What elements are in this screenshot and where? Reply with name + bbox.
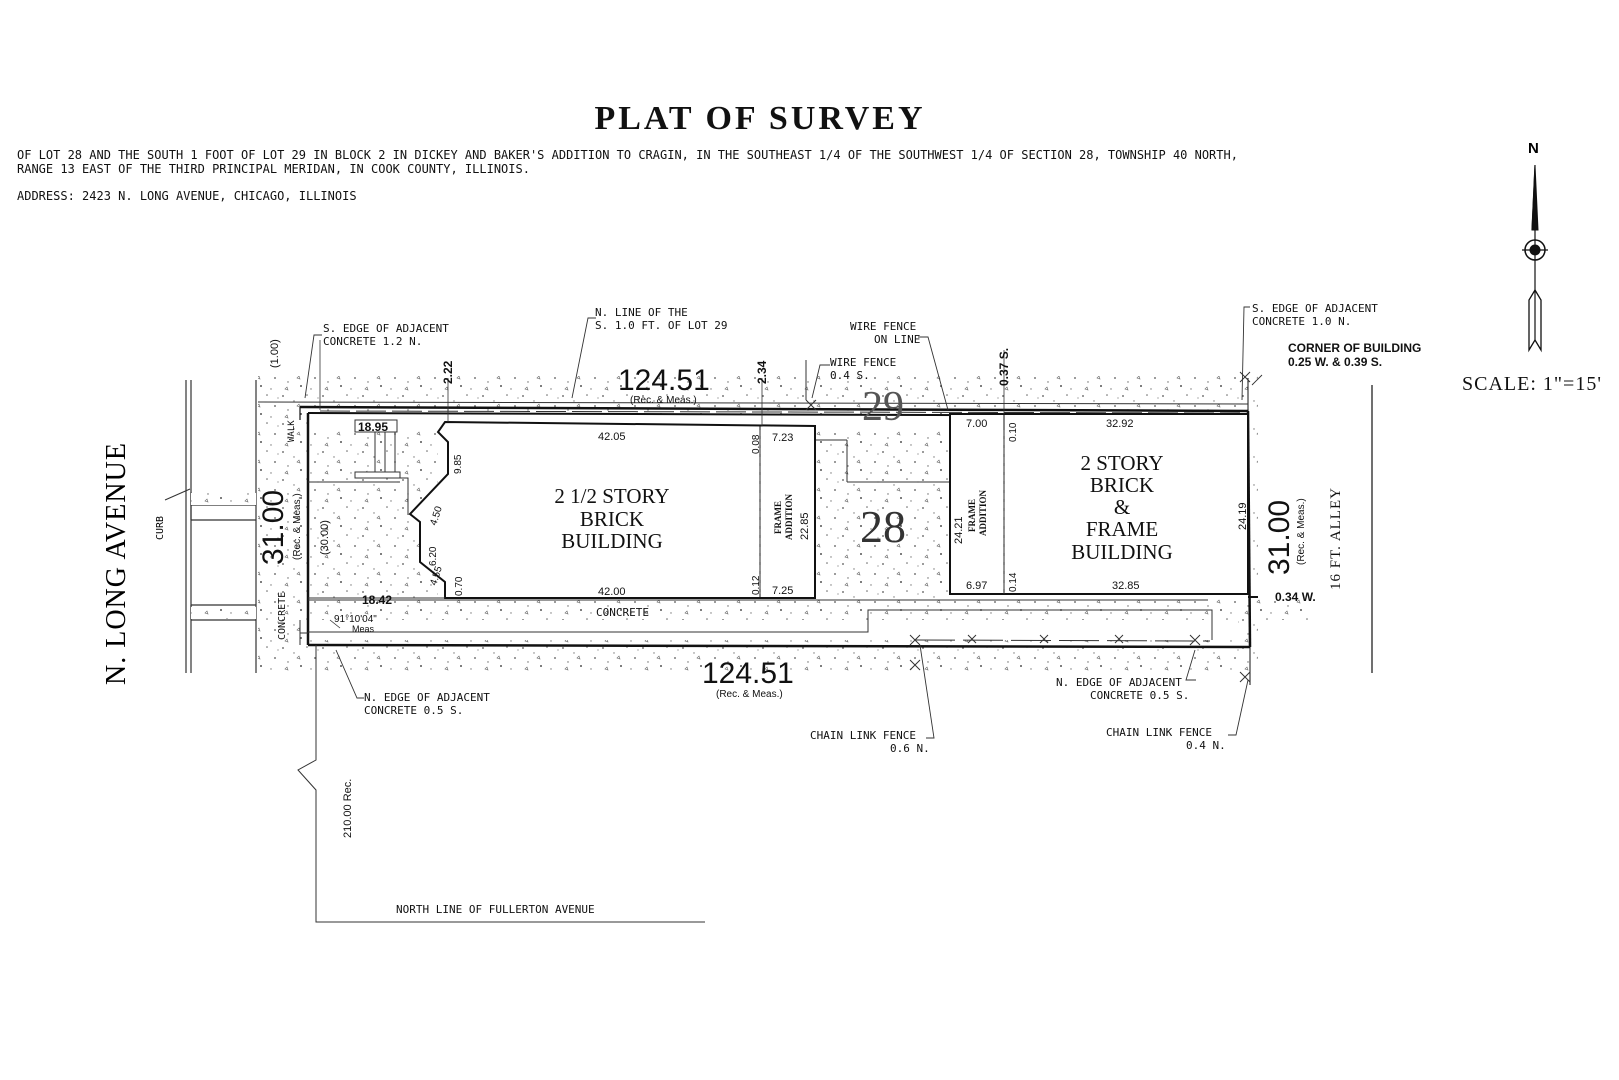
dim-6-97: 6.97 — [966, 580, 987, 592]
lot-29-label: 29 — [862, 384, 904, 430]
north-label: N — [1528, 140, 1539, 157]
note-n-edge-west-1: N. EDGE OF ADJACENT — [364, 691, 490, 704]
legal-line-1: OF LOT 28 AND THE SOUTH 1 FOOT OF LOT 29… — [17, 148, 1238, 162]
south-total-note: (Rec. & Meas.) — [716, 689, 783, 700]
building-2-line-5: BUILDING — [1071, 540, 1172, 564]
note-wire-on-1: WIRE FENCE — [850, 320, 916, 333]
dim-42-05: 42.05 — [598, 431, 626, 443]
note-chain-06-2: 0.6 N. — [890, 742, 930, 755]
note-n-edge-west-2: CONCRETE 0.5 S. — [364, 704, 463, 717]
note-s-edge-west-2: CONCRETE 1.2 N. — [323, 335, 422, 348]
fullerton-label: NORTH LINE OF FULLERTON AVENUE — [396, 903, 595, 916]
dim-24-19: 24.19 — [1237, 502, 1249, 530]
north-total-dim: 124.51 — [618, 364, 710, 397]
dim-7-00: 7.00 — [966, 418, 987, 430]
note-leaders — [304, 306, 1263, 739]
dim-0-34: 0.34 W. — [1275, 590, 1316, 604]
dim-2-22: 2.22 — [441, 360, 455, 384]
dim-210-label: 210.00 Rec. — [342, 779, 354, 838]
dim-42-00: 42.00 — [598, 586, 626, 598]
note-chain-04-2: 0.4 N. — [1186, 739, 1226, 752]
dim-32-92: 32.92 — [1106, 418, 1134, 430]
legal-line-2: RANGE 13 EAST OF THE THIRD PRINCIPAL MER… — [17, 162, 530, 176]
wire-fence-line — [319, 360, 1241, 414]
dim-7-25: 7.25 — [772, 585, 793, 597]
street-label: N. LONG AVENUE — [101, 442, 132, 685]
note-corner-1: CORNER OF BUILDING — [1288, 341, 1421, 355]
dim-0-37: 0.37 S. — [997, 348, 1011, 386]
dim-32-85: 32.85 — [1112, 580, 1140, 592]
west-100-dim: (1.00) — [269, 339, 281, 368]
alley-label: 16 FT. ALLEY — [1328, 487, 1344, 590]
lot-28-label: 28 — [860, 501, 906, 552]
building-1-line-1: 2 1/2 STORY — [554, 484, 669, 508]
note-corner-2: 0.25 W. & 0.39 S. — [1288, 355, 1382, 369]
fullerton-reference — [297, 645, 705, 923]
building-2-line-3: & — [1114, 495, 1130, 519]
dim-0-70: 0.70 — [454, 576, 465, 596]
building-1-outline — [408, 420, 816, 599]
frame-addition-1-a: FRAME — [773, 501, 783, 534]
dim-18-95: 18.95 — [358, 420, 388, 434]
page-title: PLAT OF SURVEY — [594, 100, 926, 137]
note-s-edge-west-1: S. EDGE OF ADJACENT — [323, 322, 449, 335]
street-lines — [185, 380, 257, 673]
dim-24-21: 24.21 — [953, 516, 965, 544]
concrete-v-label: CONCRETE — [277, 592, 288, 640]
frame-addition-2-b: ADDITION — [978, 489, 988, 536]
dim-6-20: 6.20 — [428, 546, 439, 566]
note-chain-06-1: CHAIN LINK FENCE — [810, 729, 916, 742]
dim-0-12: 0.12 — [751, 575, 762, 595]
note-n-edge-east-2: CONCRETE 0.5 S. — [1090, 689, 1189, 702]
east-total-dim: 31.00 — [1263, 500, 1296, 575]
west-total-note: (Rec. & Meas.) — [292, 493, 303, 560]
building-2-line-2: BRICK — [1090, 473, 1154, 497]
dim-2-34: 2.34 — [755, 360, 769, 384]
dimension-lines — [319, 340, 1005, 629]
note-wire-04-1: WIRE FENCE — [830, 356, 896, 369]
dim-7-23: 7.23 — [772, 432, 793, 444]
dim-0-10: 0.10 — [1008, 422, 1019, 442]
address: ADDRESS: 2423 N. LONG AVENUE, CHICAGO, I… — [17, 189, 357, 203]
chain-link-fence-line — [909, 371, 1251, 683]
note-s-edge-east-1: S. EDGE OF ADJACENT — [1252, 302, 1378, 315]
building-1-line-3: BUILDING — [561, 529, 662, 553]
frame-addition-1-b: ADDITION — [784, 493, 794, 540]
building-1-line-2: BRICK — [580, 507, 644, 531]
steps — [308, 419, 445, 599]
note-wire-04-2: 0.4 S. — [830, 369, 870, 382]
building-2-line-1: 2 STORY — [1080, 451, 1163, 475]
legal-description: OF LOT 28 AND THE SOUTH 1 FOOT OF LOT 29… — [17, 148, 1238, 176]
west-total-dim: 31.00 — [257, 490, 290, 565]
walk-label: WALK — [287, 420, 297, 442]
note-chain-04-1: CHAIN LINK FENCE — [1106, 726, 1212, 739]
angle-note: Meas — [352, 624, 375, 634]
west-30-dim: (30.00) — [319, 520, 331, 555]
concrete-h-label: CONCRETE — [596, 606, 649, 619]
south-total-dim: 124.51 — [702, 657, 794, 690]
curb-label: CURB — [155, 516, 166, 540]
note-wire-on-2: ON LINE — [874, 333, 920, 346]
frame-addition-2-a: FRAME — [967, 499, 977, 532]
north-arrow-icon — [1522, 164, 1548, 353]
note-n-line-2: S. 1.0 FT. OF LOT 29 — [595, 319, 727, 332]
dim-9-85: 9.85 — [453, 454, 464, 474]
east-total-note: (Rec. & Meas.) — [1296, 498, 1307, 565]
curb-leader — [164, 488, 191, 501]
dim-22-85: 22.85 — [799, 512, 811, 540]
concrete-edge-lines — [257, 401, 1249, 645]
dim-0-08: 0.08 — [751, 434, 762, 454]
building-2-line-4: FRAME — [1086, 517, 1158, 541]
dim-18-42: 18.42 — [362, 593, 392, 607]
angle-label: 91°10'04" — [334, 614, 377, 625]
note-s-edge-east-2: CONCRETE 1.0 N. — [1252, 315, 1351, 328]
dim-0-14: 0.14 — [1008, 572, 1019, 592]
north-total-note: (Rec. & Meas.) — [630, 395, 697, 406]
scale-label: SCALE: 1"=15' — [1462, 373, 1602, 395]
concrete-areas — [191, 376, 1308, 672]
building-2-outline — [949, 413, 1249, 595]
note-n-line-1: N. LINE OF THE — [595, 306, 688, 319]
note-n-edge-east-1: N. EDGE OF ADJACENT — [1056, 676, 1182, 689]
